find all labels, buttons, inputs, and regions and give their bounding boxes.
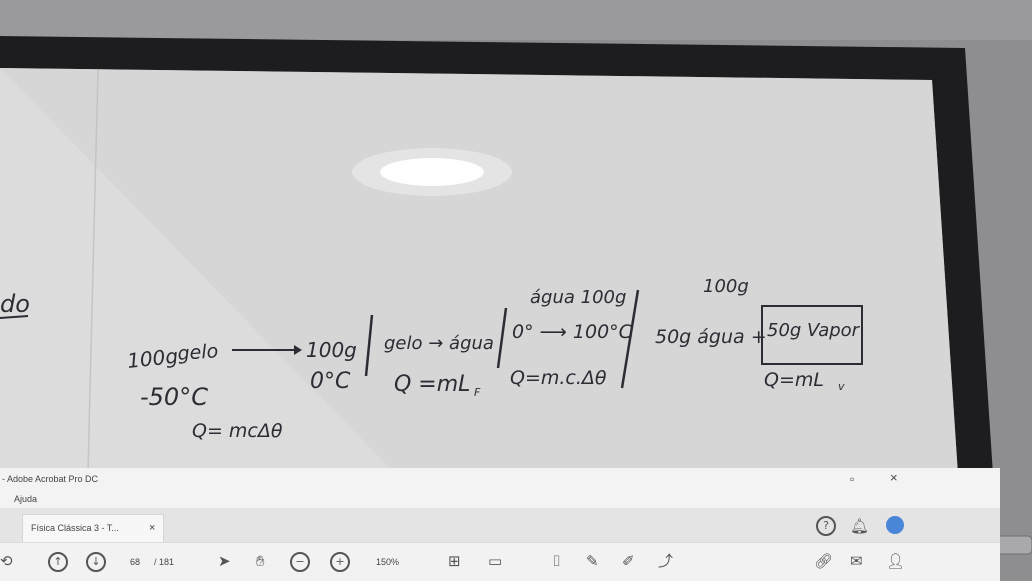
- stage5-top: 100g: [703, 276, 749, 297]
- menu-bar: Ajuda: [0, 490, 1000, 508]
- wall-bracket: [995, 535, 1032, 555]
- stage5-water: 50g água +: [655, 326, 767, 348]
- link-icon[interactable]: 🔗︎: [814, 552, 834, 570]
- select-icon[interactable]: ➤: [218, 552, 231, 570]
- comment-icon[interactable]: ▭: [488, 552, 503, 570]
- fragment-underline: [0, 315, 29, 319]
- board-seam: [87, 69, 99, 471]
- tool-row: ⟲ ↑ ↓ 68 / 181 ➤ ✋︎ − + 150% ⊞ ▭ ⌷ ✎ ✐ ⤴…: [0, 542, 1000, 581]
- tab-label: Física Clássica 3 - T...: [31, 523, 119, 533]
- stage3-formula-sub: F: [474, 386, 481, 399]
- stage2-mass: 100g: [306, 338, 357, 362]
- page-current[interactable]: 68: [130, 557, 141, 567]
- projected-acrobat-window: - Adobe Acrobat Pro DC ▫ × Ajuda Física …: [0, 468, 1000, 581]
- restore-button[interactable]: ▫: [850, 472, 855, 486]
- account-icon[interactable]: [886, 516, 904, 534]
- share-icon[interactable]: ⤴: [658, 552, 674, 570]
- fit-icon[interactable]: ⊞: [448, 552, 461, 570]
- stage5-formula: Q=mL: [764, 369, 824, 391]
- stage3-formula: Q =mL: [394, 372, 470, 397]
- arrow-1-head: [294, 345, 302, 355]
- vapor-box: [761, 305, 863, 365]
- window-title: - Adobe Acrobat Pro DC: [2, 474, 99, 484]
- light-glare: [380, 158, 484, 186]
- help-icon[interactable]: ?: [816, 516, 836, 536]
- stage1-substance: gelo: [177, 340, 219, 365]
- close-button[interactable]: ×: [890, 470, 898, 485]
- wall-top: [0, 0, 1032, 40]
- zoom-out-icon[interactable]: −: [290, 552, 310, 572]
- stage1-mass: 100g: [126, 344, 179, 373]
- stage4-top: água 100g: [530, 287, 626, 308]
- text-tool-icon[interactable]: ⌷: [552, 552, 562, 570]
- stage5-vapor: 50g Vapor: [767, 320, 861, 341]
- stage2-temp: 0°C: [310, 369, 351, 394]
- fill-sign-icon[interactable]: ✐: [622, 552, 635, 570]
- bell-icon[interactable]: 🔔︎: [850, 517, 870, 535]
- divider-1: [364, 314, 374, 377]
- scroll-up-icon[interactable]: ↑: [48, 552, 68, 572]
- back-icon[interactable]: ⟲: [0, 552, 13, 570]
- user-icon[interactable]: 👤︎: [886, 552, 906, 570]
- tab-bar: Física Clássica 3 - T... × ? 🔔︎: [0, 508, 1000, 543]
- hand-icon[interactable]: ✋︎: [256, 552, 265, 570]
- menu-ajuda[interactable]: Ajuda: [14, 494, 38, 504]
- zoom-in-icon[interactable]: +: [330, 552, 350, 572]
- fragment-left: do: [0, 290, 30, 318]
- page-total: / 181: [154, 557, 175, 567]
- stage4-transition: 0° ⟶ 100°C: [512, 321, 633, 343]
- tab-close-icon[interactable]: ×: [149, 522, 156, 534]
- scroll-down-icon[interactable]: ↓: [86, 552, 106, 572]
- stage4-formula: Q=m.c.Δθ: [510, 367, 607, 389]
- light-glare-halo: [352, 148, 512, 196]
- divider-3: [620, 289, 640, 389]
- divider-2: [496, 307, 508, 369]
- pen-icon[interactable]: ✎: [586, 552, 599, 570]
- stage1-formula: Q= mcΔθ: [192, 420, 283, 442]
- mail-icon[interactable]: ✉: [850, 552, 863, 570]
- stage1-temp: -50°C: [140, 383, 208, 411]
- whiteboard-shade: [0, 68, 965, 581]
- stage3-label: gelo → água: [384, 333, 494, 354]
- document-tab[interactable]: Física Clássica 3 - T... ×: [22, 514, 164, 543]
- zoom-level[interactable]: 150%: [376, 557, 400, 567]
- title-bar: - Adobe Acrobat Pro DC ▫ ×: [0, 468, 1000, 492]
- stage5-formula-sub: v: [838, 380, 845, 393]
